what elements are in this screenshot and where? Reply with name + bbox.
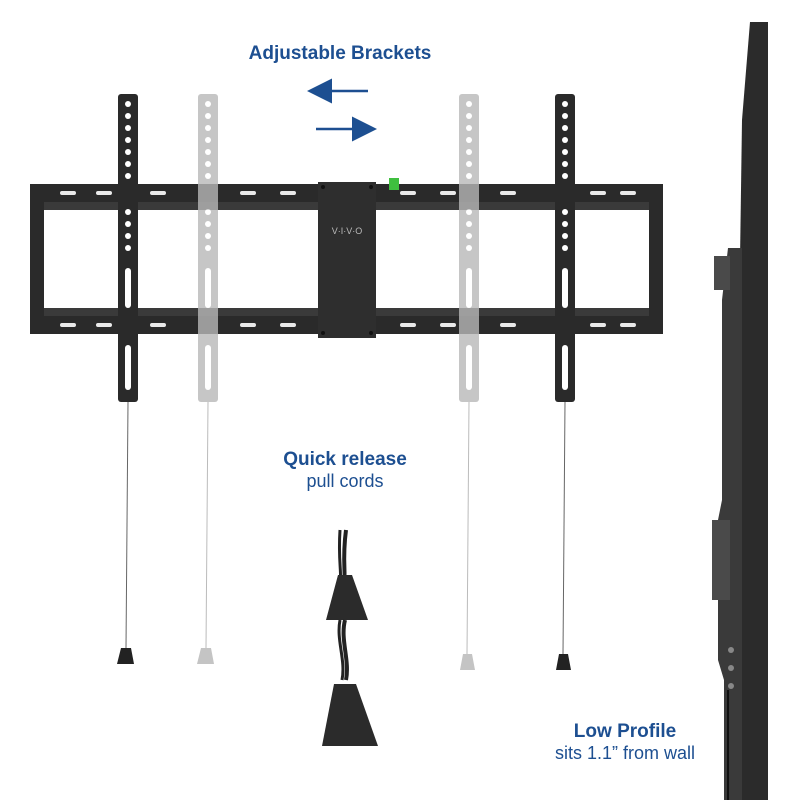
pull-cord-left-faded — [197, 401, 214, 664]
pull-cord-right-faded — [460, 401, 475, 670]
pull-cord-left-dark — [117, 401, 134, 664]
bracket-right-dark — [555, 94, 575, 402]
bubble-level-icon — [389, 178, 399, 190]
quick-release-caption: Quick release pull cords — [250, 449, 440, 492]
vivo-logo: V·I·V·O — [332, 226, 363, 236]
low-profile-title: Low Profile — [573, 721, 677, 742]
low-profile-caption: Low Profile sits 1.1” from wall — [525, 721, 725, 764]
quick-release-title: Quick release — [283, 449, 407, 470]
low-profile-subtitle: sits 1.1” from wall — [554, 743, 696, 763]
adjustable-brackets-title: Adjustable Brackets — [248, 43, 432, 64]
bracket-left-dark — [118, 94, 138, 402]
quick-release-subtitle: pull cords — [306, 471, 384, 491]
bracket-right-faded — [459, 94, 479, 402]
side-profile-view — [712, 22, 768, 800]
pull-cord-right-dark — [556, 401, 571, 670]
center-plate — [318, 182, 376, 338]
pull-cord-closeup — [322, 529, 378, 746]
bracket-left-faded — [198, 94, 218, 402]
